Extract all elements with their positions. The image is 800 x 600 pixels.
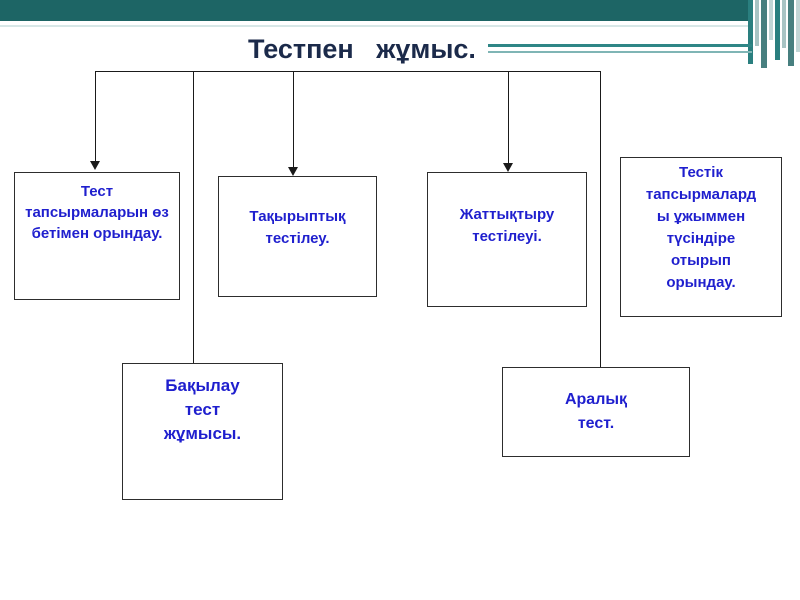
connector-vertical (193, 71, 194, 363)
stripe-decoration (796, 0, 800, 52)
node-training-testing: Жаттықтыру тестілеуі. (427, 172, 587, 307)
top-bar-underline-decoration (0, 25, 800, 27)
stripe-decoration (755, 0, 759, 46)
title-underline-decoration (488, 44, 752, 47)
top-bar-decoration (0, 0, 800, 21)
node-label: Жаттықтыру тестілеуі. (459, 205, 555, 245)
node-label: Тест тапсырмаларын өз бетімен орындау. (25, 183, 169, 242)
connector-vertical (508, 71, 509, 163)
node-interim-test: Аралық тест. (502, 367, 690, 457)
corner-stripes-decoration (748, 0, 800, 70)
node-label: Бақылау тест жұмысы. (163, 376, 242, 443)
node-collective-explanation: Тестік тапсырмаларды ұжыммен түсіндіре о… (620, 157, 782, 317)
connector-horizontal (95, 71, 601, 72)
arrowhead-down-icon (288, 167, 298, 176)
connector-vertical (600, 71, 601, 367)
stripe-decoration (769, 0, 773, 40)
stripe-decoration (748, 0, 753, 64)
slide-title: Тестпен жұмыс. (248, 34, 476, 64)
node-label: Тақырыптық тестілеу. (249, 207, 346, 247)
arrowhead-down-icon (90, 161, 100, 170)
node-topic-testing: Тақырыптық тестілеу. (218, 176, 377, 297)
arrowhead-down-icon (503, 163, 513, 172)
stripe-decoration (788, 0, 794, 66)
title-underline-decoration (488, 51, 752, 53)
stripe-decoration (775, 0, 780, 60)
stripe-decoration (782, 0, 786, 48)
node-label: Тестік тапсырмаларды ұжыммен түсіндіре о… (645, 164, 757, 291)
node-control-test: Бақылау тест жұмысы. (122, 363, 283, 500)
node-independent-work: Тест тапсырмаларын өз бетімен орындау. (14, 172, 180, 300)
connector-vertical (293, 71, 294, 167)
connector-vertical (95, 71, 96, 161)
node-label: Аралық тест. (564, 391, 628, 432)
stripe-decoration (761, 0, 767, 68)
